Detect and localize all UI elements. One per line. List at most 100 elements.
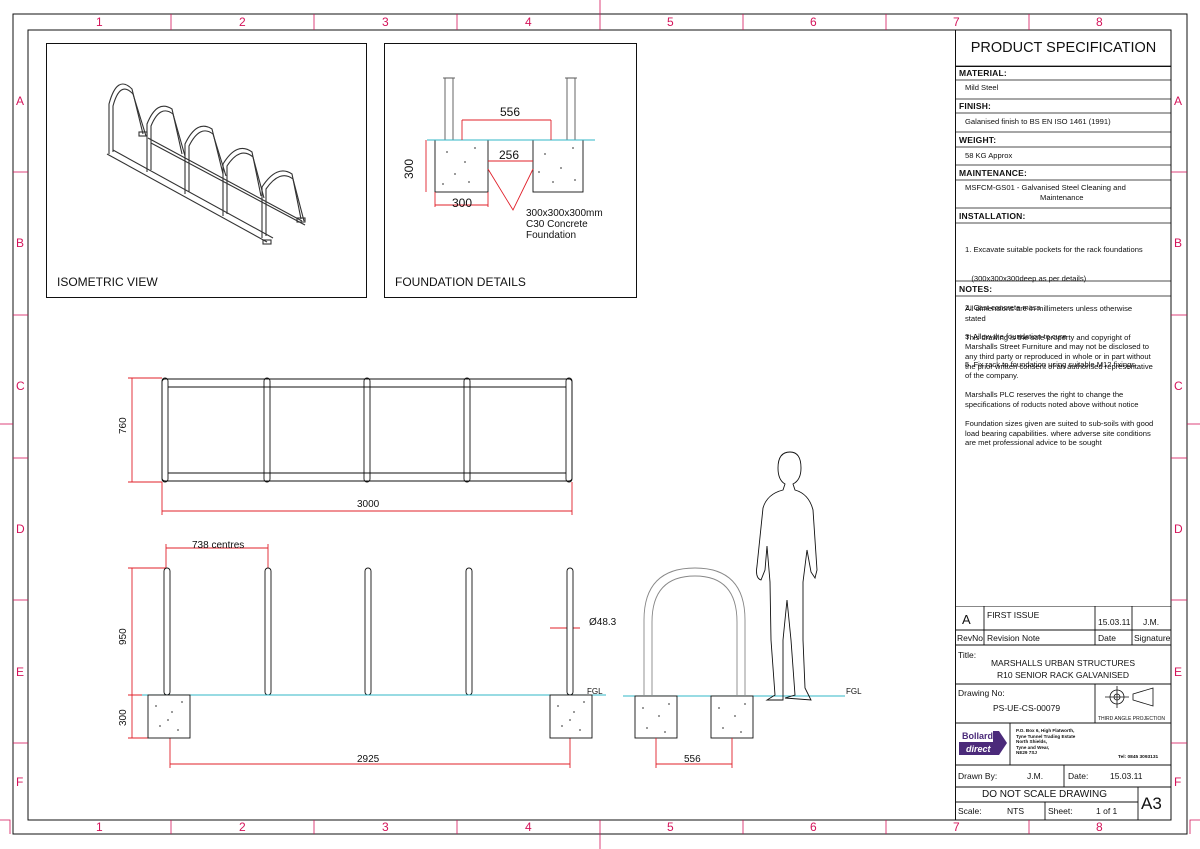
zone-right-c: C (1174, 379, 1183, 393)
zone-top-1: 1 (96, 15, 103, 29)
spec-notes-line: specifications of roducts noted above wi… (965, 399, 1139, 409)
zone-bottom-4: 4 (525, 820, 532, 834)
company-telephone: Tel: 0845 3093131 (1118, 755, 1159, 760)
revision-signature: J.M. (1143, 617, 1160, 627)
logo-text-direct: direct (966, 744, 991, 754)
zone-right-d: D (1174, 522, 1183, 536)
zone-bottom-2: 2 (239, 820, 246, 834)
end-view-fgl-label: FGL (846, 687, 862, 696)
elevation-dim-diameter: Ø48.3 (589, 617, 617, 628)
spec-notes-line: stated (965, 313, 986, 323)
elevation-fgl-label: FGL (587, 687, 603, 696)
drawing-title: MARSHALLS URBAN STRUCTURES R10 SENIOR RA… (955, 657, 1171, 681)
zone-left-d: D (16, 522, 25, 536)
zone-top-8: 8 (1096, 15, 1103, 29)
scale-value: NTS (1007, 806, 1024, 816)
spec-notes-line: Marshalls PLC reserves the right to chan… (965, 390, 1124, 400)
spec-notes-line: of the company. (965, 371, 1019, 381)
bollards-direct-logo (959, 728, 1007, 755)
zone-top-5: 5 (667, 15, 674, 29)
zone-top-6: 6 (810, 15, 817, 29)
zone-top-7: 7 (953, 15, 960, 29)
drawing-title-line: R10 SENIOR RACK GALVANISED (997, 670, 1129, 680)
spec-notes-line: load bearing capabilities. where adverse… (965, 428, 1151, 438)
col-signature: Signature (1134, 633, 1171, 643)
spec-maintenance-heading: MAINTENANCE: (959, 168, 1028, 178)
zone-bottom-1: 1 (96, 820, 103, 834)
spec-installation-list: 1. Excavate suitable pockets for the rac… (965, 226, 1143, 389)
plan-dim-3000: 3000 (357, 499, 380, 510)
foundation-note-line: 300x300x300mm (526, 208, 603, 219)
plan-view-drawing (128, 377, 573, 515)
zone-bottom-6: 6 (810, 820, 817, 834)
spec-material-value: Mild Steel (965, 83, 999, 92)
address-line: Tyne Tunnel Trading Estate (1016, 733, 1076, 739)
plan-dim-760: 760 (118, 417, 129, 434)
address-line: North Shields, (1016, 739, 1048, 745)
foundation-details-panel: 556 256 300 300 300x300x300mm C30 Concre… (384, 43, 637, 298)
foundation-dim-256: 256 (499, 148, 520, 162)
spec-material-heading: MATERIAL: (959, 68, 1007, 78)
end-view-drawing (623, 451, 845, 768)
sheet-label: Sheet: (1048, 806, 1073, 816)
isometric-rack-drawing (106, 83, 306, 245)
zone-bottom-7: 7 (953, 820, 960, 834)
drawn-by-value: J.M. (1027, 771, 1044, 781)
foundation-dim-300-width: 300 (452, 196, 473, 210)
drawing-number-label: Drawing No: (958, 688, 1005, 698)
spec-panel: PRODUCT SPECIFICATION MATERIAL: Mild Ste… (955, 30, 1171, 820)
drawn-by-label: Drawn By: (958, 771, 998, 781)
title-label: Title: (958, 650, 977, 660)
zone-bottom-5: 5 (667, 820, 674, 834)
sheet-value: 1 of 1 (1096, 806, 1118, 816)
spec-notes-line: This drawing is the sole property and co… (965, 332, 1131, 342)
spec-installation-step: 2. Cast concrete mass (965, 302, 1041, 312)
spec-finish-value: Galanised finish to BS EN ISO 1461 (1991… (965, 117, 1111, 126)
date-value: 15.03.11 (1110, 771, 1143, 781)
foundation-dim-556: 556 (500, 105, 521, 119)
col-revno: RevNo (957, 633, 983, 643)
front-elevation-drawing (128, 544, 606, 768)
drawing-title-line: MARSHALLS URBAN STRUCTURES (990, 658, 1136, 668)
spec-weight-value: 58 KG Approx (965, 151, 1013, 160)
spec-notes-line: any third party or reproduced in whole o… (965, 351, 1151, 361)
zone-left-b: B (16, 236, 25, 250)
spec-notes-line: are met professional advice to be sought (965, 438, 1102, 448)
spec-finish-heading: FINISH: (959, 101, 992, 111)
projection-label: THIRD ANGLE PROJECTION (1098, 716, 1165, 722)
zone-right-e: E (1174, 665, 1183, 679)
address-line: NE29 7SJ (1016, 750, 1037, 756)
spec-notes-line: the prior written consent of an authoris… (965, 361, 1153, 371)
elevation-dim-2925: 2925 (357, 754, 380, 765)
projection-symbol-icon (1105, 686, 1154, 708)
zone-left-f: F (16, 775, 24, 789)
end-view-dim-556: 556 (684, 754, 701, 765)
spec-installation-step: 1. Excavate suitable pockets for the rac… (965, 245, 1143, 255)
spec-installation-step: 3. Allow the foundation to cure (965, 331, 1067, 341)
spec-installation-step: (300x300x300deep as per details) (965, 273, 1087, 283)
date-label: Date: (1068, 771, 1089, 781)
company-address: P.O. Box 6, High Flatworth, Tyne Tunnel … (1016, 728, 1075, 756)
foundation-note: 300x300x300mm C30 Concrete Foundation (526, 208, 603, 241)
zone-bottom-8: 8 (1096, 820, 1103, 834)
zone-top-2: 2 (239, 15, 246, 29)
spec-title: PRODUCT SPECIFICATION (956, 30, 1171, 67)
drawing-number: PS-UE-CS-00079 (993, 703, 1061, 713)
spec-notes-heading: NOTES: (959, 284, 993, 294)
spec-installation-heading: INSTALLATION: (959, 211, 1026, 221)
foundation-drawing (425, 77, 595, 211)
scale-label: Scale: (958, 806, 982, 816)
title-block-grid (955, 606, 1171, 820)
spec-notes-line: All dimensions are in millimeters unless… (965, 304, 1133, 313)
spec-notes-line: Foundation sizes given are suited to sub… (965, 419, 1154, 429)
foundation-dim-300-height: 300 (402, 158, 416, 179)
elevation-dim-centres: 738 centres (192, 540, 245, 551)
isometric-view-panel: ISOMETRIC VIEW (46, 43, 367, 298)
address-line: P.O. Box 6, High Flatworth, (1016, 728, 1075, 733)
zone-left-e: E (16, 665, 25, 679)
spec-maintenance-line: Maintenance (1040, 193, 1084, 202)
zone-right-b: B (1174, 236, 1183, 250)
spec-installation-step: 5. Fix rack to foundation using suitable… (965, 360, 1136, 370)
